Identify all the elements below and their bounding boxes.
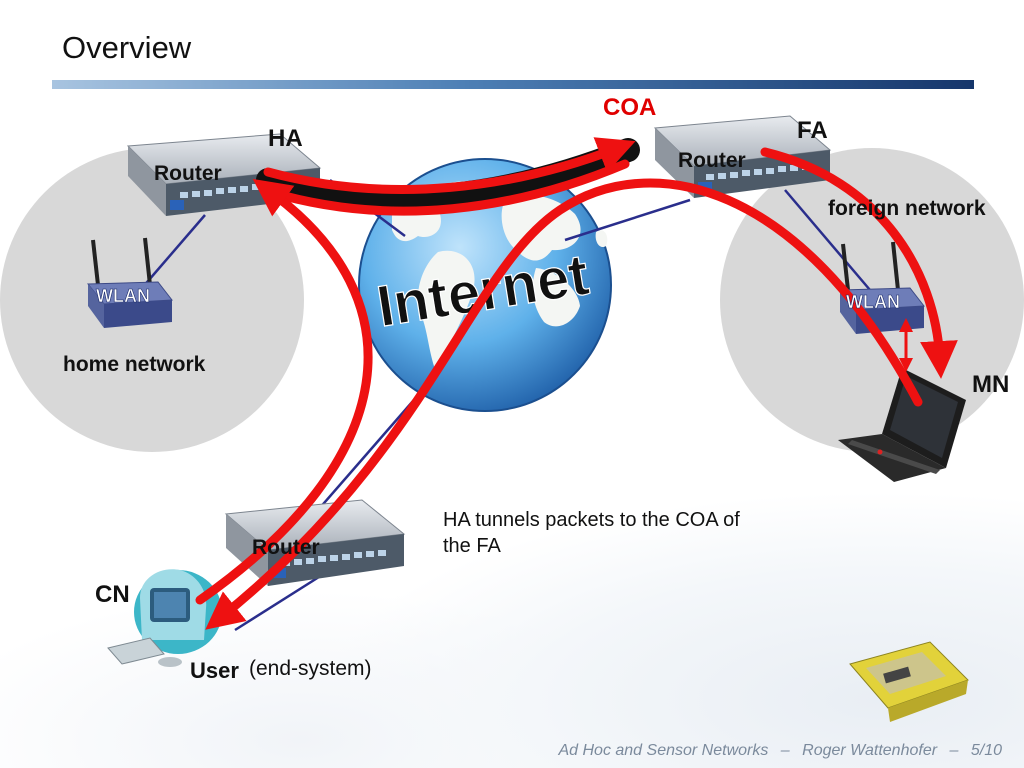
arrow-fa-to-mn: [760, 147, 958, 379]
user-router-label: Router: [252, 536, 320, 559]
arrow-ha-to-coa: [263, 137, 636, 194]
footer-separator-1: –: [780, 742, 790, 759]
tunnel-path: [256, 138, 640, 210]
explanation-note: HA tunnels packets to the COA of the FA: [443, 507, 740, 559]
foreign-router-label: Router: [678, 149, 746, 172]
home-wlan-icon: [86, 237, 173, 328]
user-label: User: [190, 658, 239, 683]
laptop-icon: [838, 368, 966, 482]
footer-page-number: 5/10: [970, 742, 1002, 759]
explanation-line-1: HA tunnels packets to the COA of: [443, 509, 740, 531]
sensor-node-icon: [849, 641, 969, 722]
arrow-cn-to-ha: [195, 178, 373, 605]
home-network-label: home network: [63, 353, 206, 376]
ha-label: HA: [268, 125, 303, 152]
coa-label: COA: [603, 94, 657, 121]
foreign-wlan-label: WLAN: [846, 292, 900, 312]
fa-label: FA: [797, 117, 828, 144]
footer-author: Roger Wattenhofer: [802, 742, 938, 759]
computer-icon: [107, 569, 222, 667]
mn-label: MN: [972, 371, 1010, 398]
foreign-network-label: foreign network: [828, 197, 986, 220]
title-underline-bar: [52, 80, 974, 89]
footer-separator-2: –: [949, 742, 959, 759]
slide-title: Overview: [62, 30, 192, 65]
wireless-link-arrow: [899, 318, 913, 372]
footer-course: Ad Hoc and Sensor Networks: [558, 742, 769, 759]
end-system-label: (end-system): [249, 657, 372, 680]
packet-arrows: [195, 137, 958, 630]
arrow-mn-to-cn: [205, 178, 923, 630]
explanation-line-2: the FA: [443, 535, 501, 557]
home-router-label: Router: [154, 162, 222, 185]
slide-footer: Ad Hoc and Sensor Networks – Roger Watte…: [554, 742, 1006, 760]
cn-label: CN: [95, 581, 130, 608]
home-wlan-label: WLAN: [96, 286, 150, 306]
